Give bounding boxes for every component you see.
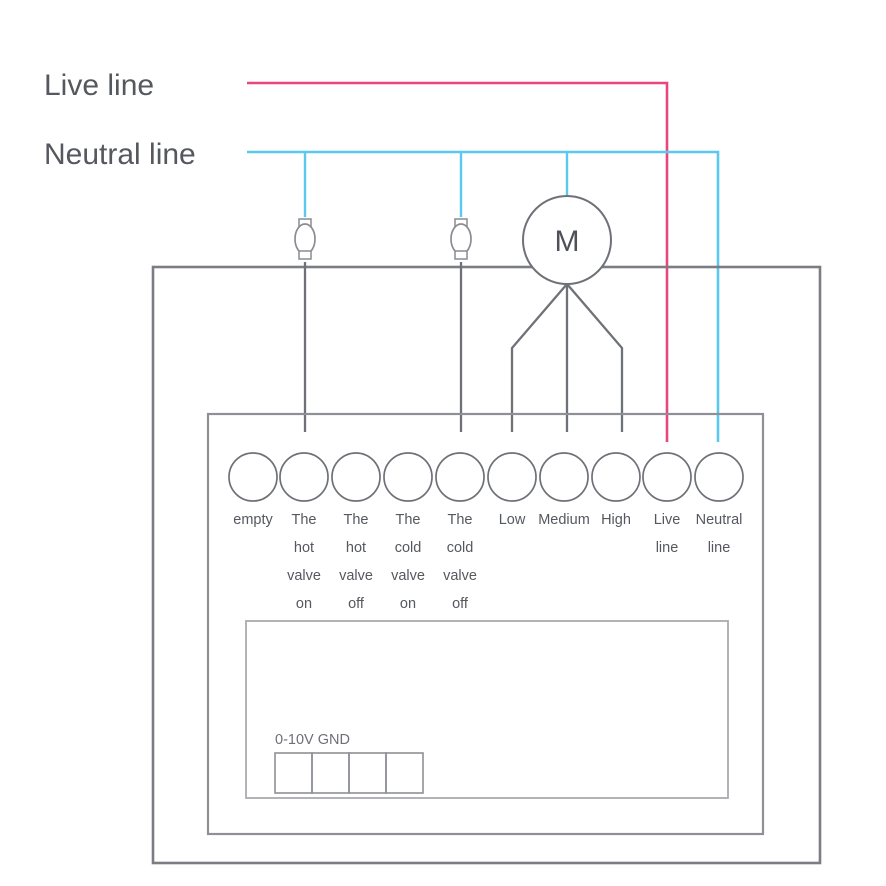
terminal-low[interactable]: [487, 452, 537, 502]
terminal-label-cold-valve-on-line-2: valve: [391, 568, 425, 584]
legend-live-line-label: Live line: [44, 69, 154, 102]
terminal-label-cold-valve-off-line-0: The: [448, 512, 473, 528]
cold-valve-symbol: [450, 218, 472, 260]
terminal-label-hot-valve-on-line-0: The: [292, 512, 317, 528]
io-cell-4[interactable]: [385, 752, 424, 794]
motor-label: M: [555, 225, 580, 258]
wire-motor-high: [566, 283, 624, 432]
thermostat-outer-case: [151, 265, 822, 865]
io-block-label: 0-10V GND: [275, 732, 350, 748]
terminal-high[interactable]: [591, 452, 641, 502]
neutral-line-wire: [247, 150, 720, 442]
terminal-label-cold-valve-on-line-1: cold: [395, 540, 422, 556]
terminal-label-live-line-line-1: line: [656, 540, 679, 556]
terminal-hot-valve-on[interactable]: [279, 452, 329, 502]
terminal-empty[interactable]: [228, 452, 278, 502]
io-cell-1[interactable]: [274, 752, 313, 794]
terminal-label-cold-valve-off-line-3: off: [452, 596, 469, 612]
legend-neutral-line-label: Neutral line: [44, 138, 196, 171]
thermostat-display-area: [245, 620, 729, 799]
terminal-cold-valve-on[interactable]: [383, 452, 433, 502]
thermostat-inner-panel: [206, 412, 765, 836]
terminal-label-hot-valve-on-line-2: valve: [287, 568, 321, 584]
terminal-labels: empty The hot valve on The hot valve off…: [233, 512, 742, 612]
terminal-neutral-line[interactable]: [694, 452, 744, 502]
terminal-hot-valve-off[interactable]: [331, 452, 381, 502]
io-terminal-block: [274, 752, 424, 794]
terminal-label-cold-valve-on-line-3: on: [400, 596, 416, 612]
terminal-label-hot-valve-on-line-3: on: [296, 596, 312, 612]
io-cell-2[interactable]: [311, 752, 350, 794]
terminal-label-hot-valve-off-line-2: valve: [339, 568, 373, 584]
io-cell-3[interactable]: [348, 752, 387, 794]
terminal-label-hot-valve-on-line-1: hot: [294, 540, 314, 556]
terminal-cold-valve-off[interactable]: [435, 452, 485, 502]
terminal-label-high-line-0: High: [601, 512, 631, 528]
terminal-label-low-line-0: Low: [499, 512, 526, 528]
terminal-label-cold-valve-off-line-2: valve: [443, 568, 477, 584]
terminal-label-cold-valve-on-line-0: The: [396, 512, 421, 528]
terminal-label-neutral-line-line-1: line: [708, 540, 731, 556]
live-line-wire: [247, 81, 669, 442]
terminal-label-hot-valve-off-line-1: hot: [346, 540, 366, 556]
terminal-live-line[interactable]: [642, 452, 692, 502]
terminal-label-hot-valve-off-line-3: off: [348, 596, 365, 612]
terminal-label-medium-line-0: Medium: [538, 512, 590, 528]
wire-motor-low: [510, 283, 568, 432]
fan-motor-symbol: M: [522, 195, 612, 285]
terminal-label-live-line-line-0: Live: [654, 512, 681, 528]
hot-valve-symbol: [294, 218, 316, 260]
terminal-label-hot-valve-off-line-0: The: [344, 512, 369, 528]
terminal-strip: [228, 452, 744, 502]
terminal-label-cold-valve-off-line-1: cold: [447, 540, 474, 556]
terminal-label-empty-line-0: empty: [233, 512, 273, 528]
terminal-medium[interactable]: [539, 452, 589, 502]
terminal-label-neutral-line-line-0: Neutral: [696, 512, 743, 528]
